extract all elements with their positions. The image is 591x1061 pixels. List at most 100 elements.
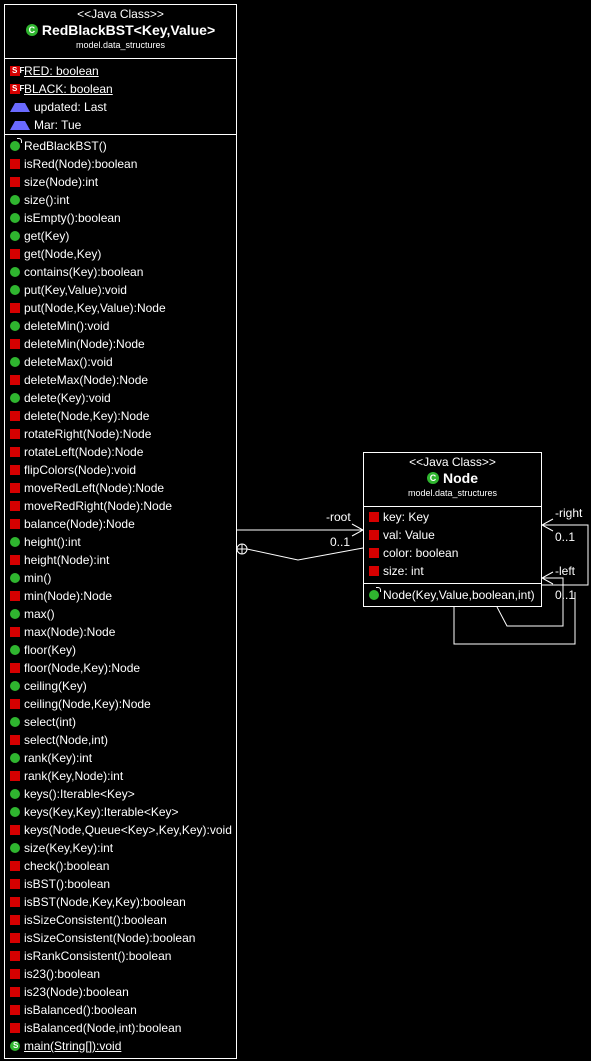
method-row[interactable]: size():int [5, 191, 236, 209]
method-row[interactable]: isRed(Node):boolean [5, 155, 236, 173]
public-icon [10, 753, 20, 763]
private-icon [10, 915, 20, 925]
method-text: deleteMin():void [24, 319, 110, 333]
method-row[interactable]: Node(Key,Value,boolean,int) [364, 586, 541, 604]
method-row[interactable]: get(Node,Key) [5, 245, 236, 263]
left-association-line[interactable] [496, 577, 564, 627]
public-icon [10, 807, 20, 817]
field-row[interactable]: size: int [364, 562, 541, 580]
method-text: isRankConsistent():boolean [24, 949, 172, 963]
method-row[interactable]: balance(Node):Node [5, 515, 236, 533]
root-multiplicity-label: 0..1 [330, 535, 351, 549]
method-row[interactable]: delete(Key):void [5, 389, 236, 407]
method-row[interactable]: max(Node):Node [5, 623, 236, 641]
method-row[interactable]: isBST():boolean [5, 875, 236, 893]
method-text: rank(Key,Node):int [24, 769, 124, 783]
method-row[interactable]: deleteMax():void [5, 353, 236, 371]
method-row[interactable]: keys(Key,Key):Iterable<Key> [5, 803, 236, 821]
root-arrowhead [351, 523, 365, 537]
method-row[interactable]: min(Node):Node [5, 587, 236, 605]
method-row[interactable]: contains(Key):boolean [5, 263, 236, 281]
method-row[interactable]: get(Key) [5, 227, 236, 245]
method-text: select(int) [24, 715, 77, 729]
method-row[interactable]: check():boolean [5, 857, 236, 875]
nesting-line[interactable] [246, 547, 364, 561]
method-row[interactable]: isBalanced(Node,int):boolean [5, 1019, 236, 1037]
private-icon [10, 951, 20, 961]
method-row[interactable]: isEmpty():boolean [5, 209, 236, 227]
field-row[interactable]: key: Key [364, 508, 541, 526]
method-row[interactable]: ceiling(Key) [5, 677, 236, 695]
method-row[interactable]: isBST(Node,Key,Key):boolean [5, 893, 236, 911]
method-row[interactable]: is23(Node):boolean [5, 983, 236, 1001]
method-text: get(Key) [24, 229, 70, 243]
nesting-cross [237, 544, 247, 554]
method-row[interactable]: rank(Key):int [5, 749, 236, 767]
method-row[interactable]: keys(Node,Queue<Key>,Key,Key):void [5, 821, 236, 839]
method-row[interactable]: rotateLeft(Node):Node [5, 443, 236, 461]
private-icon [10, 879, 20, 889]
private-icon [10, 825, 20, 835]
method-row[interactable]: delete(Node,Key):Node [5, 407, 236, 425]
method-row[interactable]: deleteMax(Node):Node [5, 371, 236, 389]
method-row[interactable]: put(Node,Key,Value):Node [5, 299, 236, 317]
method-row[interactable]: floor(Key) [5, 641, 236, 659]
method-row[interactable]: ceiling(Node,Key):Node [5, 695, 236, 713]
method-text: size(Node):int [24, 175, 99, 189]
method-row[interactable]: height():int [5, 533, 236, 551]
method-row[interactable]: isRankConsistent():boolean [5, 947, 236, 965]
method-row[interactable]: flipColors(Node):void [5, 461, 236, 479]
class-node[interactable]: <<Java Class>> C Node model.data_structu… [363, 452, 542, 607]
method-text: keys(Node,Queue<Key>,Key,Key):void [24, 823, 232, 837]
class-redblackbst[interactable]: <<Java Class>> C RedBlackBST<Key,Value> … [4, 4, 237, 1059]
method-row[interactable]: height(Node):int [5, 551, 236, 569]
method-row[interactable]: size(Key,Key):int [5, 839, 236, 857]
public-icon [10, 195, 20, 205]
method-row[interactable]: select(int) [5, 713, 236, 731]
private-icon [10, 897, 20, 907]
private-icon [10, 969, 20, 979]
class-name: Node [443, 470, 478, 486]
method-row[interactable]: deleteMin():void [5, 317, 236, 335]
class-header: <<Java Class>> C RedBlackBST<Key,Value> … [5, 5, 236, 59]
private-icon [10, 627, 20, 637]
private-icon [10, 771, 20, 781]
method-row[interactable]: keys():Iterable<Key> [5, 785, 236, 803]
method-row[interactable]: deleteMin(Node):Node [5, 335, 236, 353]
field-row[interactable]: updated: Last [5, 98, 236, 116]
method-text: delete(Key):void [24, 391, 111, 405]
method-row[interactable]: size(Node):int [5, 173, 236, 191]
right-association-line[interactable] [542, 524, 589, 586]
field-row[interactable]: Mar: Tue [5, 116, 236, 134]
method-row[interactable]: RedBlackBST() [5, 137, 236, 155]
method-text: put(Key,Value):void [24, 283, 127, 297]
method-row[interactable]: put(Key,Value):void [5, 281, 236, 299]
method-row[interactable]: max() [5, 605, 236, 623]
method-text: isBST():boolean [24, 877, 111, 891]
method-text: deleteMax():void [24, 355, 113, 369]
field-row[interactable]: val: Value [364, 526, 541, 544]
method-row[interactable]: isSizeConsistent():boolean [5, 911, 236, 929]
method-row[interactable]: moveRedRight(Node):Node [5, 497, 236, 515]
public-icon [10, 681, 20, 691]
method-row[interactable]: rotateRight(Node):Node [5, 425, 236, 443]
method-row[interactable]: isSizeConsistent(Node):boolean [5, 929, 236, 947]
method-row[interactable]: rank(Key,Node):int [5, 767, 236, 785]
method-row[interactable]: isBalanced():boolean [5, 1001, 236, 1019]
method-row[interactable]: select(Node,int) [5, 731, 236, 749]
method-row[interactable]: moveRedLeft(Node):Node [5, 479, 236, 497]
method-row[interactable]: floor(Node,Key):Node [5, 659, 236, 677]
method-row[interactable]: min() [5, 569, 236, 587]
constructor-icon [369, 587, 381, 600]
private-icon [10, 987, 20, 997]
method-text: deleteMin(Node):Node [24, 337, 145, 351]
method-row[interactable]: is23():boolean [5, 965, 236, 983]
class-package: model.data_structures [407, 488, 498, 498]
private-icon [10, 1023, 20, 1033]
field-row[interactable]: color: boolean [364, 544, 541, 562]
private-icon [10, 159, 20, 169]
